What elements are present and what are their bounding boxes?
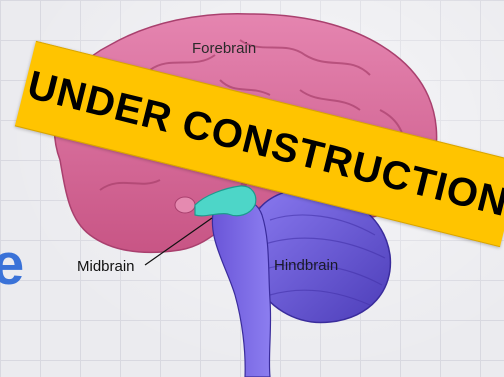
forebrain-label: Forebrain [192, 40, 256, 57]
inner-node [175, 197, 195, 213]
brainstem [212, 198, 270, 377]
midbrain-label: Midbrain [77, 258, 135, 275]
hindbrain-label: Hindbrain [274, 257, 338, 274]
